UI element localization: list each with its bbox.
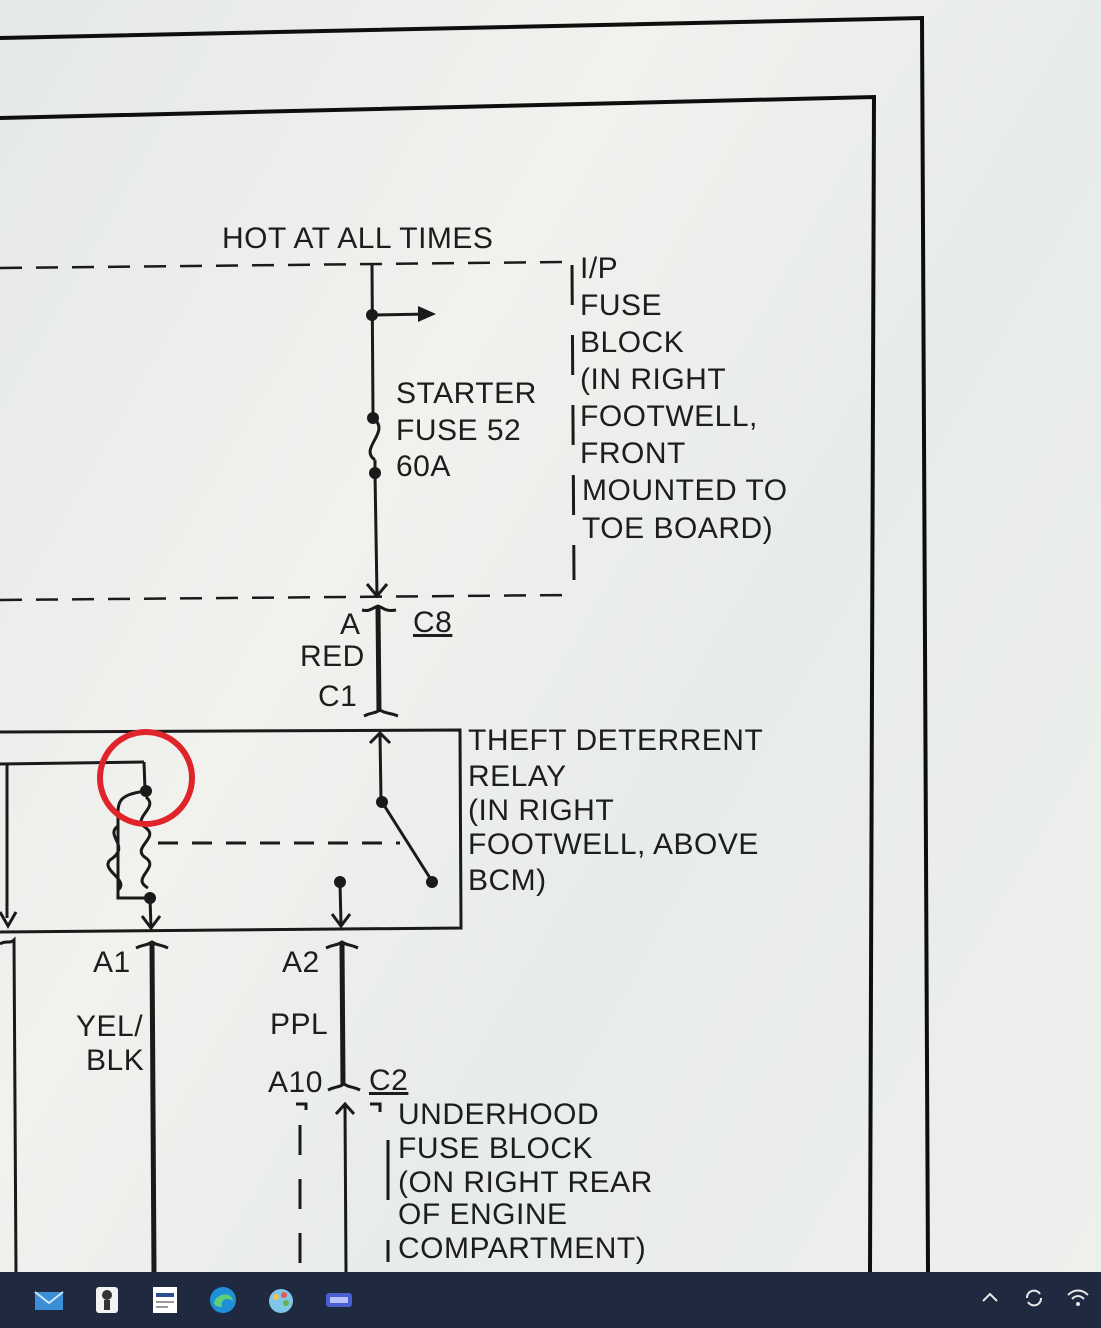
yel-blk-wire	[149, 943, 157, 1272]
underhood-label-line: COMPARTMENT)	[398, 1232, 646, 1265]
paint-app-icon[interactable]	[262, 1281, 300, 1319]
underhood-label-line: FUSE BLOCK	[398, 1132, 593, 1165]
relay-switch-arm	[380, 801, 432, 879]
highlight-circle	[97, 729, 195, 827]
fuse-label-line: STARTER	[396, 377, 537, 410]
fuse-label-line: FUSE 52	[396, 414, 521, 447]
fuse-block-top-dash	[0, 260, 566, 270]
switch-contact-dot	[426, 876, 438, 888]
connector-a-label: A	[340, 608, 361, 641]
mail-icon[interactable]	[30, 1281, 68, 1319]
relay-label-line: RELAY	[468, 760, 567, 793]
fuse-block-label-line: FOOTWELL,	[580, 400, 758, 433]
fuse-block-label-line: FUSE	[580, 289, 662, 322]
a1-connector-cap	[135, 940, 169, 950]
fuse-output-wire	[373, 472, 379, 596]
connector-a10-label: A10	[268, 1066, 323, 1099]
wire-ppl-label: PPL	[270, 1008, 328, 1041]
fuse-block-label: I/P FUSE BLOCK (IN RIGHT FOOTWELL, FRONT…	[580, 252, 788, 545]
wire-yel-blk-label: YEL/	[76, 1010, 143, 1043]
a2-connector-cap	[325, 940, 359, 950]
fuse-block-label-line: I/P	[580, 252, 618, 285]
relay-label-line: FOOTWELL, ABOVE	[468, 828, 759, 861]
taskbar	[0, 1272, 1101, 1328]
fuse-block-label-line: TOE BOARD)	[582, 512, 773, 545]
device-app-icon[interactable]	[320, 1281, 358, 1319]
branch-arrow-icon	[418, 306, 436, 322]
underhood-arrow-icon	[334, 1101, 356, 1116]
tool-app-icon[interactable]	[88, 1281, 126, 1319]
pin-a2-label: A2	[282, 946, 320, 979]
relay-inner-top-line	[0, 760, 145, 766]
starter-fuse-symbol	[367, 412, 381, 479]
left-edge-wire	[0, 936, 18, 1272]
relay-label-line: (IN RIGHT	[468, 794, 614, 827]
edge-browser-icon[interactable]	[204, 1281, 242, 1319]
hot-at-all-times-label: HOT AT ALL TIMES	[222, 222, 493, 255]
relay-label-line: BCM)	[468, 864, 547, 897]
wiring-diagram: HOT AT ALL TIMES I/P FUSE BLOCK (IN RIGH…	[0, 15, 930, 1272]
pin-a1-label: A1	[93, 946, 131, 979]
fuse-block-label-line: BLOCK	[580, 326, 684, 359]
underhood-box-corner	[370, 1102, 382, 1112]
relay-box-outline	[0, 728, 463, 934]
a10-connector-cap	[327, 1082, 361, 1092]
fuse-label-line: 60A	[396, 450, 451, 483]
underhood-label-line: UNDERHOOD	[398, 1098, 599, 1131]
relay-input-arrow-icon	[368, 730, 392, 745]
a2-arrow-icon	[330, 913, 352, 929]
connector-c8-label: C8	[413, 606, 452, 639]
sync-icon[interactable]	[1021, 1285, 1047, 1316]
fuse-block-right-edge	[570, 264, 576, 581]
document-app-icon[interactable]	[146, 1281, 184, 1319]
connector-c2-label: C2	[369, 1064, 408, 1097]
red-wire	[375, 606, 382, 713]
bus-feed-wire	[370, 264, 375, 416]
wifi-icon[interactable]	[1065, 1285, 1091, 1316]
wire-yel-blk-label: BLK	[86, 1044, 144, 1077]
underhood-label-line: OF ENGINE	[398, 1198, 568, 1231]
ppl-wire	[339, 943, 346, 1085]
relay-left-arrow-icon	[0, 911, 18, 930]
wire-red-label: RED	[300, 640, 365, 673]
fuse-block-label-line: MOUNTED TO	[582, 474, 788, 507]
fuse-block-label-line: FRONT	[580, 437, 686, 470]
connector-arrow-icon	[365, 583, 389, 599]
chevron-up-icon[interactable]	[977, 1285, 1003, 1316]
outer-page-border	[0, 15, 930, 1272]
a2-stub-wire	[338, 881, 343, 926]
connector-c1-label: C1	[318, 680, 357, 713]
underhood-box-corner	[296, 1102, 308, 1110]
underhood-feed-wire	[343, 1104, 348, 1272]
fuse-block-label-line: (IN RIGHT	[580, 363, 726, 396]
fuse-block-bottom-dash	[0, 593, 571, 602]
connector-c1-cap	[363, 708, 399, 718]
relay-coil-symbol	[106, 761, 162, 931]
system-tray	[977, 1272, 1091, 1328]
inner-page-border	[0, 94, 877, 1272]
relay-label-line: THEFT DETERRENT	[468, 724, 763, 757]
relay-switch-feed	[378, 733, 383, 801]
underhood-label-line: (ON RIGHT REAR	[398, 1166, 653, 1199]
connector-c8-cap	[361, 604, 397, 612]
